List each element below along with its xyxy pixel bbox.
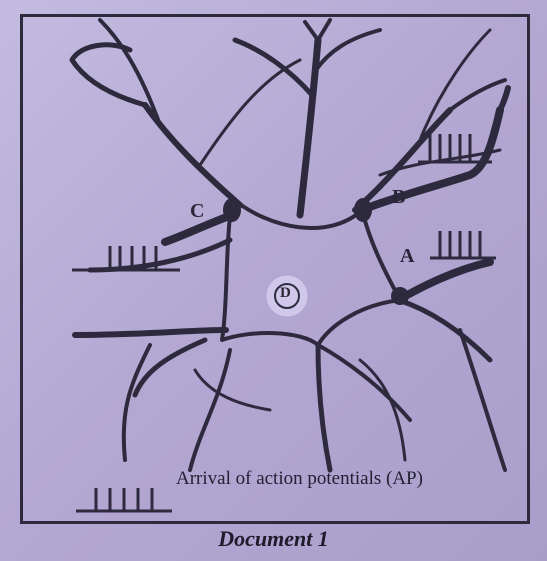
label-b: B bbox=[392, 186, 405, 209]
dendrite-top-branch-right bbox=[316, 30, 380, 70]
label-c: C bbox=[190, 200, 204, 223]
action-potential-train-a bbox=[430, 231, 496, 258]
dendrite-upper-right-branch-2 bbox=[420, 30, 490, 140]
legend-action-potential-icon bbox=[76, 488, 172, 511]
neuron-cell-body bbox=[222, 198, 400, 345]
axon-tip-b bbox=[500, 88, 508, 110]
dendrite-lower-left bbox=[75, 330, 226, 335]
dendrite-top-branch-left bbox=[235, 40, 312, 95]
dendrite-top-tip bbox=[305, 20, 330, 40]
axon-down-branch-2 bbox=[360, 360, 405, 460]
axon-down-branch bbox=[318, 345, 410, 420]
dendrite-lower-left-branch bbox=[135, 340, 205, 395]
synapse-c bbox=[223, 198, 241, 222]
synapse-b bbox=[354, 198, 372, 222]
dendrite-upper-left-branch bbox=[72, 45, 145, 105]
dendrite-upper-left-branch-3 bbox=[200, 60, 300, 165]
dendrite-lower-left-branch-2 bbox=[124, 345, 150, 460]
dendrite-lower-left-branch-3 bbox=[190, 350, 230, 470]
dendrite-a-lower bbox=[398, 300, 490, 360]
dendrite-top bbox=[300, 40, 318, 215]
legend-text: Arrival of action potentials (AP) bbox=[176, 468, 423, 490]
document-caption: Document 1 bbox=[0, 526, 547, 552]
label-a: A bbox=[400, 245, 414, 268]
axon-down bbox=[318, 345, 330, 470]
dendrite-upper-right-branch bbox=[450, 80, 505, 110]
label-d: D bbox=[280, 285, 291, 302]
dendrite-lower-left-branch-4 bbox=[195, 370, 270, 410]
synapse-a bbox=[391, 287, 409, 305]
